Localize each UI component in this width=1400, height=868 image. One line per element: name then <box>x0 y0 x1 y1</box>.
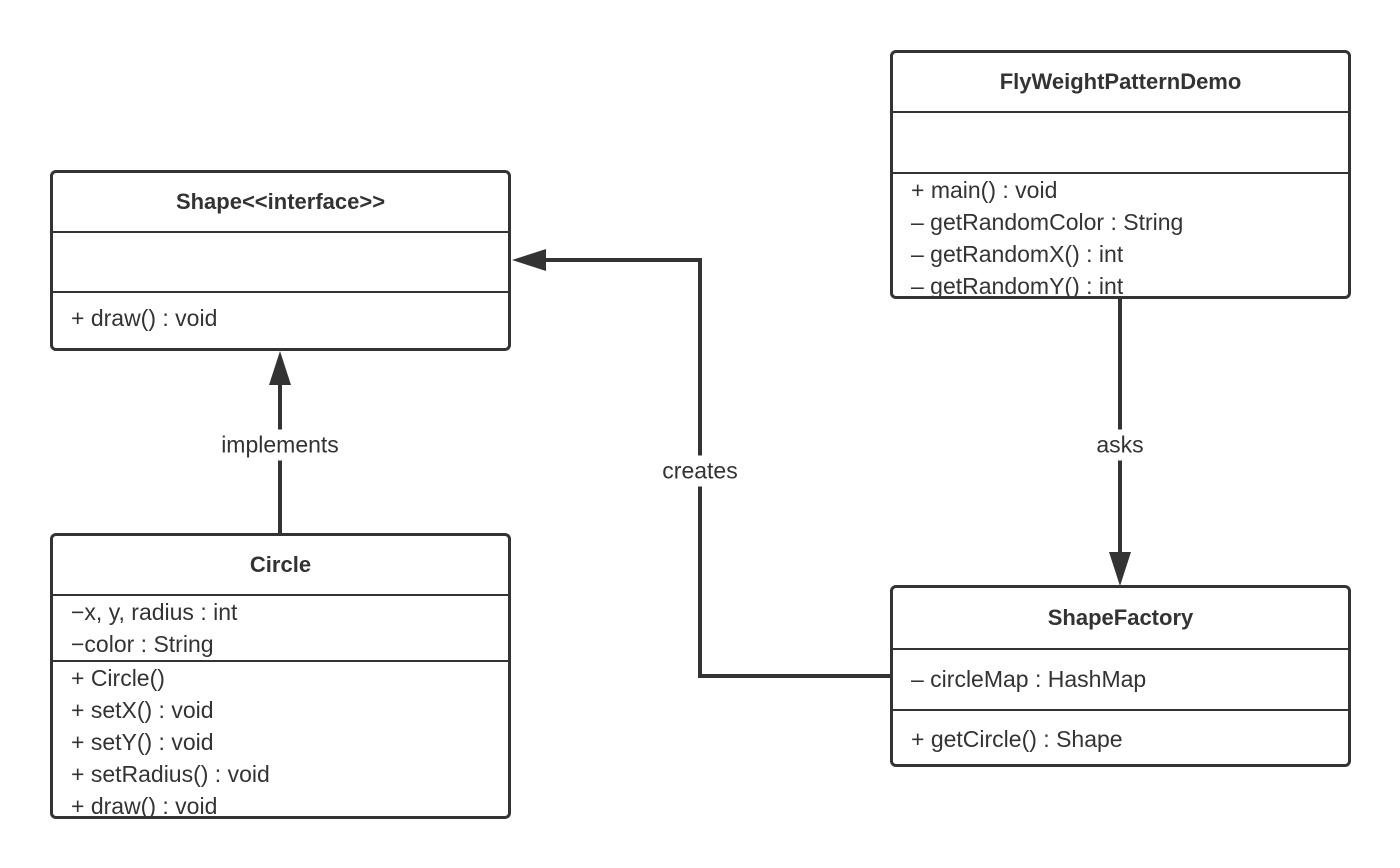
attribute-coordinates: −x, y, radius : int <box>71 599 238 625</box>
class-name: FlyWeightPatternDemo <box>999 69 1242 94</box>
attributes-section <box>893 111 1348 172</box>
method-constructor: + Circle() <box>71 665 165 691</box>
method-setradius: + setRadius() : void <box>71 761 270 787</box>
attribute-circle-map: – circleMap : HashMap <box>911 666 1147 692</box>
asks-label: asks <box>1090 429 1150 461</box>
creates-label: creates <box>656 455 744 487</box>
methods-section: + getCircle() : Shape <box>893 709 1348 764</box>
method-get-circle: + getCircle() : Shape <box>911 726 1123 752</box>
class-circle[interactable]: Circle −x, y, radius : int −color : Stri… <box>50 533 511 819</box>
method-get-random-x: – getRandomX() : int <box>911 241 1124 267</box>
class-name: ShapeFactory <box>1047 605 1194 630</box>
class-name: Shape<<interface>> <box>175 189 386 214</box>
attributes-section <box>53 231 508 291</box>
methods-section: + Circle() + setX() : void + setY() : vo… <box>53 660 508 816</box>
method-get-random-y: – getRandomY() : int <box>911 273 1124 296</box>
method-get-random-color: – getRandomColor : String <box>911 209 1184 235</box>
class-name: Circle <box>249 552 312 577</box>
method-sety: + setY() : void <box>71 729 214 755</box>
method-draw: + draw() : void <box>71 305 218 331</box>
attribute-color: −color : String <box>71 631 214 657</box>
attributes-section: – circleMap : HashMap <box>893 648 1348 709</box>
method-draw: + draw() : void <box>71 793 218 816</box>
method-setx: + setX() : void <box>71 697 214 723</box>
asks-arrowhead <box>1109 552 1131 586</box>
class-shape[interactable]: Shape<<interface>> + draw() : void <box>50 170 511 351</box>
attributes-section: −x, y, radius : int −color : String <box>53 594 508 660</box>
method-main: + main() : void <box>911 177 1058 203</box>
implements-arrowhead <box>269 351 291 385</box>
methods-section: + draw() : void <box>53 291 508 348</box>
implements-label: implements <box>215 429 345 461</box>
methods-section: + main() : void – getRandomColor : Strin… <box>893 172 1348 296</box>
creates-arrowhead <box>512 249 546 271</box>
class-shape-factory[interactable]: ShapeFactory – circleMap : HashMap + get… <box>890 585 1351 767</box>
class-flyweight-pattern-demo[interactable]: FlyWeightPatternDemo + main() : void – g… <box>890 50 1351 299</box>
